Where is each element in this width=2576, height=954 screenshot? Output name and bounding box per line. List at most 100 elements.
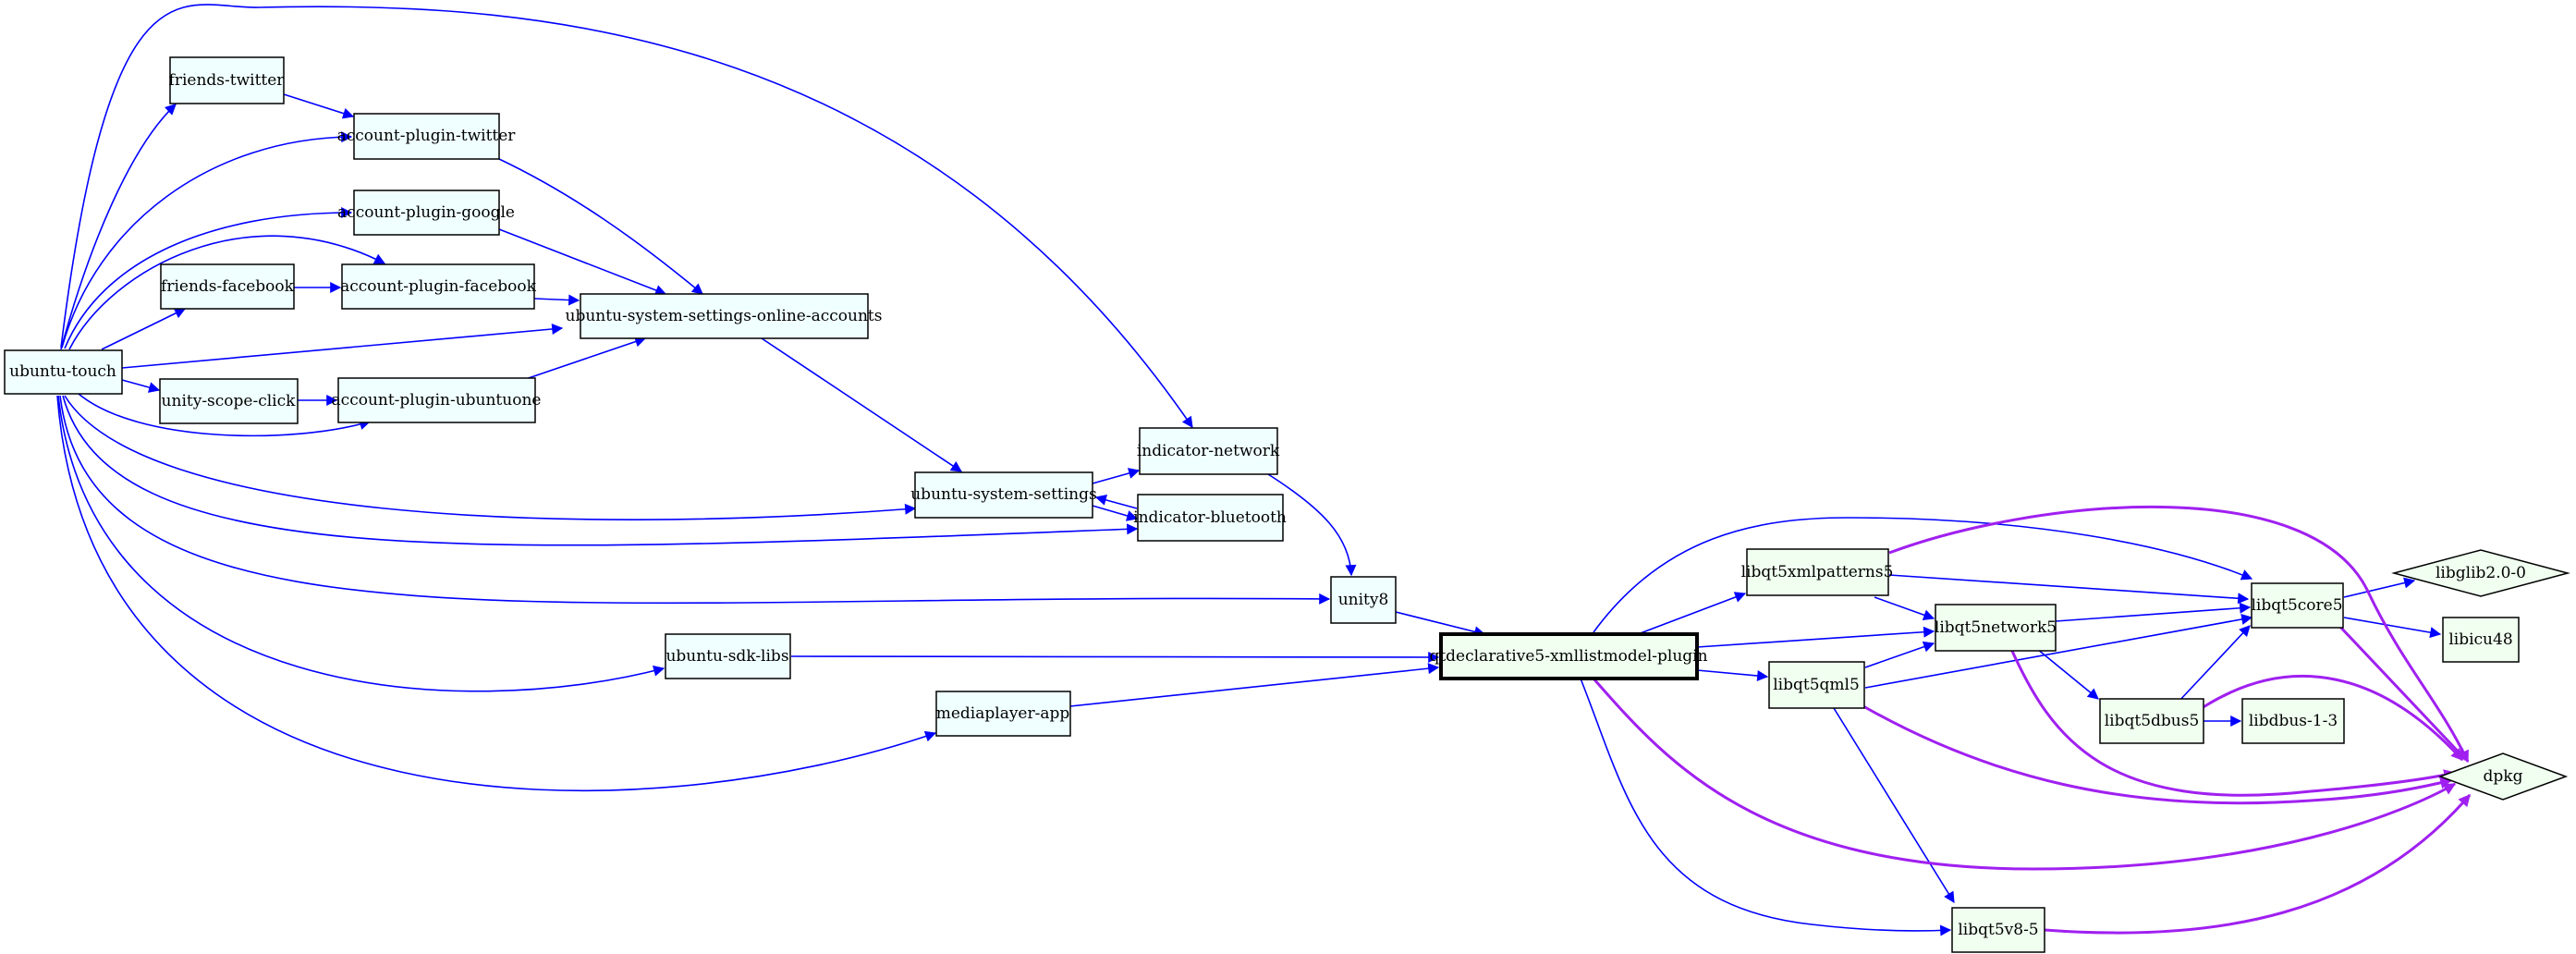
edge-account-plugin-twitter-online-accounts	[498, 158, 703, 295]
edge-purple-libqt5xmlpatterns5-dpkg	[1888, 505, 2470, 764]
edge-indicator-network-unity8	[1267, 473, 1357, 577]
edge-libqt5network5-libqt5core5	[2055, 602, 2252, 622]
node-dpkg[interactable]: dpkg	[2437, 752, 2569, 801]
node-label: libicu48	[2448, 630, 2512, 649]
edge-ubuntu-touch-friends-facebook	[101, 308, 187, 350]
edge-mediaplayer-app-qtdeclarative	[1069, 663, 1440, 707]
node-label: libqt5v8-5	[1958, 921, 2038, 939]
edge-libqt5core5-libicu48	[2343, 617, 2442, 639]
node-label: ubuntu-system-settings	[910, 485, 1097, 504]
node-libqt5core5[interactable]: libqt5core5	[2251, 582, 2344, 629]
node-qtdeclarative5-xmllistmodel-plugin[interactable]: qtdeclarative5-xmllistmodel-plugin	[1429, 632, 1708, 680]
edge-qtdeclarative-libqt5v8-5	[1580, 678, 1952, 936]
node-libglib2-0-0[interactable]: libglib2.0-0	[2391, 549, 2570, 597]
node-indicator-network[interactable]: indicator-network	[1137, 427, 1280, 475]
edge-qtdeclarative-libqt5xmlpatterns5	[1637, 592, 1747, 635]
node-label: ubuntu-system-settings-online-accounts	[566, 307, 883, 325]
node-label: ubuntu-touch	[9, 362, 116, 381]
node-label: account-plugin-ubuntuone	[332, 391, 542, 410]
node-libqt5qml5[interactable]: libqt5qml5	[1768, 661, 1865, 709]
edge-ubuntu-touch-indicator-network	[60, 4, 1193, 428]
edge-ubuntu-touch-account-plugin-ubuntuone	[78, 393, 372, 437]
node-label: account-plugin-facebook	[340, 277, 537, 296]
edge-ubuntu-touch-unity8	[59, 395, 1331, 605]
node-label: libqt5network5	[1935, 618, 2057, 637]
edge-purple-libqt5v8-5-dpkg	[2044, 794, 2472, 935]
edge-account-plugin-google-online-accounts	[498, 228, 667, 296]
node-friends-facebook[interactable]: friends-facebook	[160, 263, 295, 310]
edge-ubuntu-touch-account-plugin-google	[64, 207, 353, 349]
edge-purple-libqt5qml5-dpkg	[1862, 704, 2453, 805]
edge-ubuntu-touch-account-plugin-twitter	[61, 131, 353, 349]
edge-purple-libqt5core5-dpkg	[2337, 623, 2468, 762]
node-label: libqt5core5	[2251, 596, 2342, 615]
edge-ubuntu-system-settings-indicator-bluetooth	[1092, 505, 1139, 521]
node-indicator-bluetooth[interactable]: indicator-bluetooth	[1133, 494, 1287, 542]
node-libqt5dbus5[interactable]: libqt5dbus5	[2099, 698, 2204, 744]
edge-qtdeclarative-libqt5core5	[1593, 517, 2253, 633]
edge-ubuntu-touch-indicator-bluetooth	[62, 395, 1139, 546]
node-ubuntu-touch[interactable]: ubuntu-touch	[4, 349, 123, 395]
edge-libqt5xmlpatterns5-libqt5core5	[1888, 574, 2250, 605]
edge-ubuntu-system-settings-indicator-network	[1092, 468, 1141, 484]
edge-libqt5dbus5-libqt5core5	[2177, 625, 2251, 703]
node-label: libqt5xmlpatterns5	[1741, 563, 1894, 581]
edge-account-plugin-facebook-online-accounts	[533, 294, 580, 306]
node-ubuntu-sdk-libs[interactable]: ubuntu-sdk-libs	[665, 633, 791, 679]
edge-ubuntu-sdk-libs-qtdeclarative	[790, 651, 1440, 663]
node-label: dpkg	[2484, 767, 2523, 786]
edge-friends-twitter-account-plugin-twitter	[283, 93, 355, 119]
node-label: friends-facebook	[161, 277, 295, 296]
node-mediaplayer-app[interactable]: mediaplayer-app	[935, 691, 1071, 737]
edge-qtdeclarative-libqt5network5	[1696, 626, 1935, 648]
edge-ubuntu-touch-mediaplayer-app	[56, 395, 937, 792]
edge-account-plugin-ubuntuone-online-accounts	[517, 336, 647, 383]
node-label: libqt5dbus5	[2105, 712, 2200, 730]
edge-libqt5qml5-libqt5network5	[1864, 641, 1935, 668]
node-label: libdbus-1-3	[2249, 712, 2338, 730]
edge-unity8-qtdeclarative	[1395, 611, 1486, 638]
node-account-plugin-twitter[interactable]: account-plugin-twitter	[337, 113, 517, 160]
edge-libqt5qml5-libqt5core5	[1864, 614, 2253, 689]
node-label: friends-twitter	[169, 71, 286, 90]
node-friends-twitter[interactable]: friends-twitter	[169, 56, 286, 104]
edge-indicator-bluetooth-ubuntu-system-settings	[1094, 495, 1138, 509]
node-account-plugin-google[interactable]: account-plugin-google	[337, 190, 515, 236]
edge-qtdeclarative-libqt5qml5	[1696, 669, 1769, 681]
node-account-plugin-facebook[interactable]: account-plugin-facebook	[340, 263, 537, 310]
edge-ubuntu-touch-online-accounts	[121, 323, 564, 369]
edge-libqt5qml5-libqt5v8-5	[1833, 707, 1955, 904]
node-ubuntu-system-settings-online-accounts[interactable]: ubuntu-system-settings-online-accounts	[566, 293, 883, 339]
node-libicu48[interactable]: libicu48	[2442, 617, 2520, 663]
node-libqt5v8-5[interactable]: libqt5v8-5	[1951, 907, 2045, 953]
node-label: indicator-network	[1137, 442, 1280, 460]
node-libqt5network5[interactable]: libqt5network5	[1935, 604, 2057, 652]
edge-online-accounts-ubuntu-system-settings	[761, 337, 962, 472]
edge-ubuntu-touch-account-plugin-facebook	[68, 235, 386, 350]
edge-ubuntu-touch-friends-twitter	[60, 104, 177, 350]
node-libqt5xmlpatterns5[interactable]: libqt5xmlpatterns5	[1741, 548, 1894, 596]
edge-purple-libqt5network5-dpkg	[2009, 648, 2457, 797]
node-label: unity-scope-click	[162, 392, 297, 410]
node-label: account-plugin-google	[337, 203, 515, 222]
node-label: account-plugin-twitter	[337, 127, 517, 145]
node-label: libqt5qml5	[1773, 676, 1860, 694]
edge-ubuntu-touch-unity-scope-click	[121, 379, 161, 393]
node-label: indicator-bluetooth	[1133, 508, 1287, 527]
node-unity-scope-click[interactable]: unity-scope-click	[159, 378, 299, 424]
edge-ubuntu-touch-ubuntu-system-settings	[64, 395, 917, 520]
edge-libqt5core5-libglib2-0-0	[2343, 577, 2416, 598]
node-label: ubuntu-sdk-libs	[665, 647, 788, 666]
node-label: mediaplayer-app	[936, 704, 1070, 723]
edge-libqt5network5-libqt5dbus5	[2036, 648, 2099, 700]
node-label: libglib2.0-0	[2436, 564, 2526, 582]
node-libdbus-1-3[interactable]: libdbus-1-3	[2241, 698, 2345, 744]
edge-ubuntu-touch-ubuntu-sdk-libs	[57, 395, 665, 692]
edge-purple-qtdeclarative-dpkg	[1592, 678, 2457, 871]
node-account-plugin-ubuntuone[interactable]: account-plugin-ubuntuone	[332, 377, 542, 423]
node-ubuntu-system-settings[interactable]: ubuntu-system-settings	[910, 471, 1097, 519]
node-unity8[interactable]: unity8	[1330, 576, 1397, 624]
node-label: unity8	[1338, 591, 1389, 609]
edge-libqt5xmlpatterns5-libqt5network5	[1874, 596, 1935, 620]
